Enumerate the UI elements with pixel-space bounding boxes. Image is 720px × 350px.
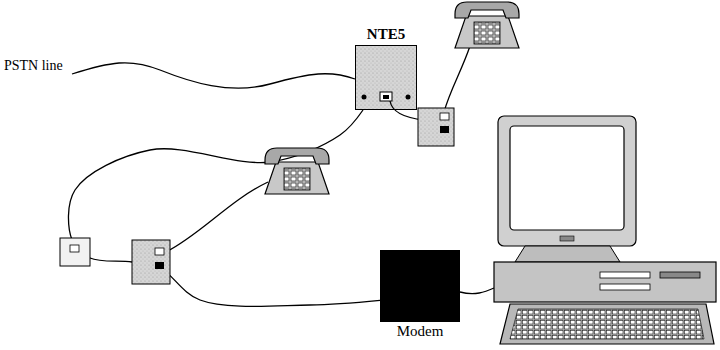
computer-cable	[460, 288, 494, 294]
computer	[494, 116, 716, 344]
modem-box: Modem	[380, 250, 460, 322]
nte5-socket	[380, 92, 392, 101]
socket-port	[440, 126, 449, 133]
socket-port	[155, 262, 164, 269]
nte5-box: NTE5	[355, 45, 417, 110]
telephone	[265, 148, 329, 194]
socket-port	[155, 248, 164, 255]
phone-wire	[444, 46, 470, 112]
screw	[362, 95, 367, 100]
phone-wire	[166, 182, 268, 252]
pstn-wire	[72, 63, 355, 88]
node-heading: Modem	[397, 323, 444, 340]
node-heading: NTE5	[367, 26, 405, 43]
nte5-body	[355, 45, 417, 110]
socket-port	[440, 113, 449, 120]
telephone	[455, 2, 519, 48]
line-label: PSTN line	[4, 58, 63, 73]
screw	[406, 95, 411, 100]
double-socket	[132, 240, 170, 284]
socket-port	[383, 95, 389, 99]
double-socket	[418, 108, 454, 146]
socket-port	[70, 245, 79, 252]
socket	[60, 238, 90, 266]
telephone-wire	[68, 110, 380, 306]
